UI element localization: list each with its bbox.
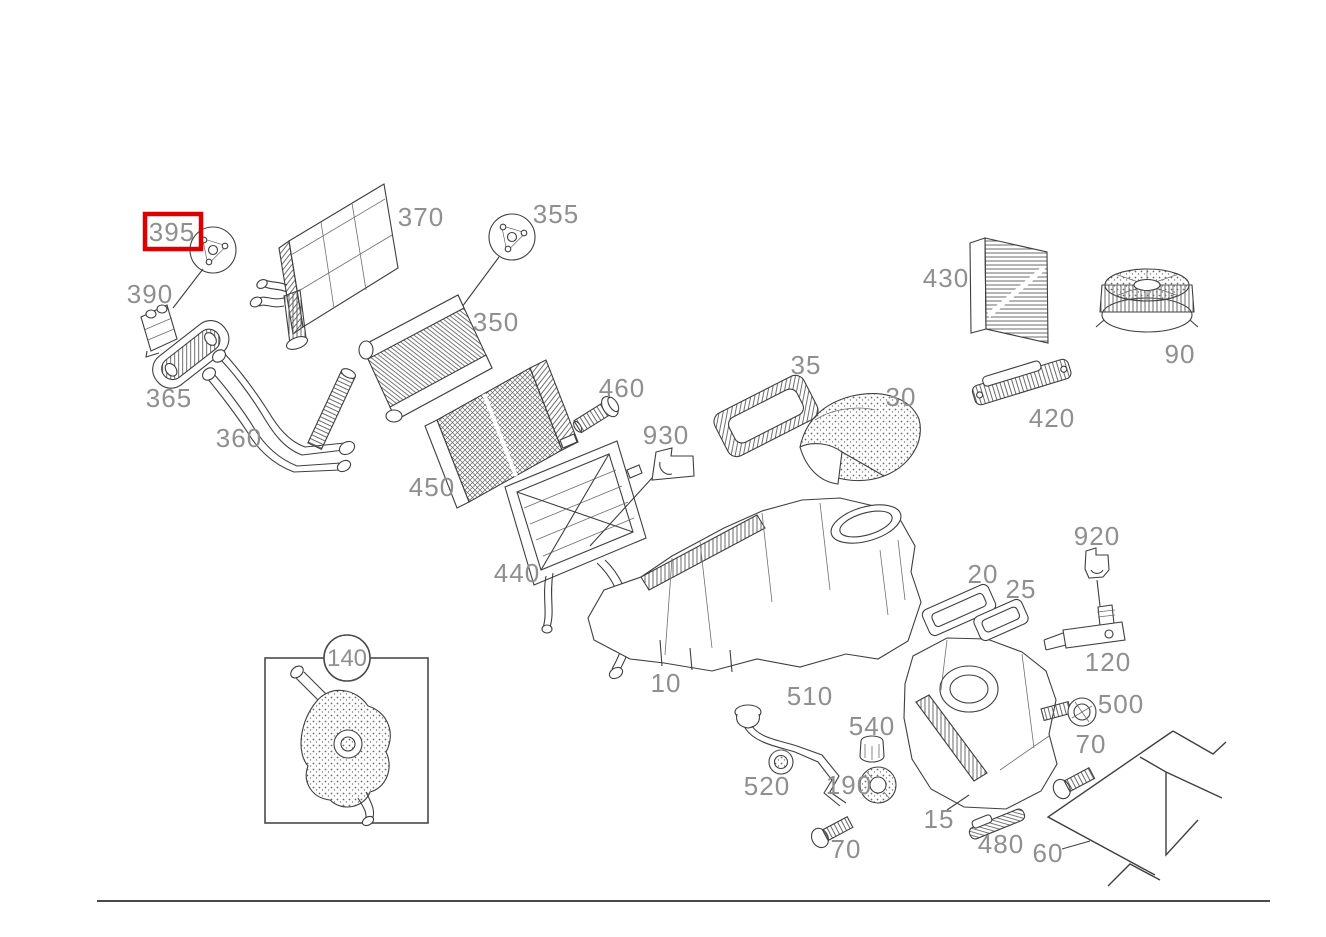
part-120[interactable] (1043, 604, 1126, 651)
part-label-60[interactable]: 60 (1033, 838, 1064, 868)
part-930[interactable] (589, 447, 695, 547)
leader-line-60 (1061, 840, 1091, 850)
part-label-460[interactable]: 460 (599, 373, 645, 403)
part-25[interactable] (972, 598, 1030, 643)
callout-labels: 395 390 370 355 350 365 360 450 440 460 … (127, 199, 1196, 868)
part-label-350[interactable]: 350 (473, 307, 519, 337)
part-15[interactable] (903, 637, 1058, 811)
selected-part-highlight (142, 211, 204, 252)
part-label-520[interactable]: 520 (744, 771, 790, 801)
leader-line-920 (1096, 579, 1101, 607)
part-370[interactable] (249, 183, 399, 352)
part-480[interactable] (966, 802, 1027, 840)
part-label-90[interactable]: 90 (1165, 339, 1196, 369)
part-label-70-bottom[interactable]: 70 (831, 834, 862, 864)
part-520[interactable] (768, 749, 794, 775)
part-label-440[interactable]: 440 (494, 558, 540, 588)
leader-line-15 (946, 794, 970, 811)
part-355[interactable] (458, 213, 536, 312)
part-60[interactable] (1046, 730, 1227, 887)
part-label-365[interactable]: 365 (146, 383, 192, 413)
part-label-15[interactable]: 15 (924, 804, 955, 834)
part-360[interactable] (200, 347, 357, 474)
part-label-120[interactable]: 120 (1085, 647, 1131, 677)
part-label-500[interactable]: 500 (1098, 689, 1144, 719)
part-35[interactable] (711, 372, 822, 460)
leader-line-395 (172, 268, 204, 309)
part-label-420[interactable]: 420 (1029, 403, 1075, 433)
part-label-190[interactable]: 190 (826, 770, 872, 800)
part-430[interactable] (969, 237, 1049, 344)
part-540[interactable] (859, 735, 885, 763)
part-label-20[interactable]: 20 (968, 559, 999, 589)
part-label-930[interactable]: 930 (643, 420, 689, 450)
leader-line-355 (458, 256, 500, 312)
part-365[interactable] (146, 314, 236, 395)
part-label-920[interactable]: 920 (1074, 521, 1120, 551)
part-30[interactable] (799, 393, 921, 485)
leader-line-930 (589, 477, 653, 547)
part-label-35[interactable]: 35 (791, 350, 822, 380)
part-label-355[interactable]: 355 (533, 199, 579, 229)
part-label-30[interactable]: 30 (886, 382, 917, 412)
part-140[interactable] (264, 634, 429, 827)
part-label-480[interactable]: 480 (978, 829, 1024, 859)
part-label-390[interactable]: 390 (127, 279, 173, 309)
part-350[interactable] (358, 294, 493, 423)
part-label-360[interactable]: 360 (216, 423, 262, 453)
part-label-140[interactable]: 140 (327, 645, 367, 672)
part-10[interactable] (587, 497, 922, 673)
part-70-right[interactable] (1050, 764, 1096, 801)
part-390[interactable] (140, 304, 178, 358)
part-450[interactable] (424, 359, 579, 509)
part-label-510[interactable]: 510 (787, 681, 833, 711)
callout-circle-140 (323, 634, 371, 682)
part-70-bottom[interactable] (808, 813, 854, 850)
part-500[interactable] (1040, 697, 1097, 727)
part-510[interactable] (734, 704, 847, 807)
part-395[interactable] (172, 226, 237, 309)
part-460[interactable] (569, 393, 622, 438)
part-420[interactable] (969, 352, 1072, 406)
part-label-395[interactable]: 395 (149, 217, 195, 247)
part-label-70-right[interactable]: 70 (1076, 729, 1107, 759)
part-20[interactable] (920, 583, 997, 638)
part-label-450[interactable]: 450 (409, 472, 455, 502)
part-label-25[interactable]: 25 (1006, 574, 1037, 604)
part-label-370[interactable]: 370 (398, 202, 444, 232)
part-190[interactable] (859, 766, 897, 804)
part-920[interactable] (1084, 547, 1110, 607)
part-label-10[interactable]: 10 (651, 668, 682, 698)
part-label-430[interactable]: 430 (923, 263, 969, 293)
part-90[interactable] (1095, 268, 1199, 333)
part-label-540[interactable]: 540 (849, 711, 895, 741)
